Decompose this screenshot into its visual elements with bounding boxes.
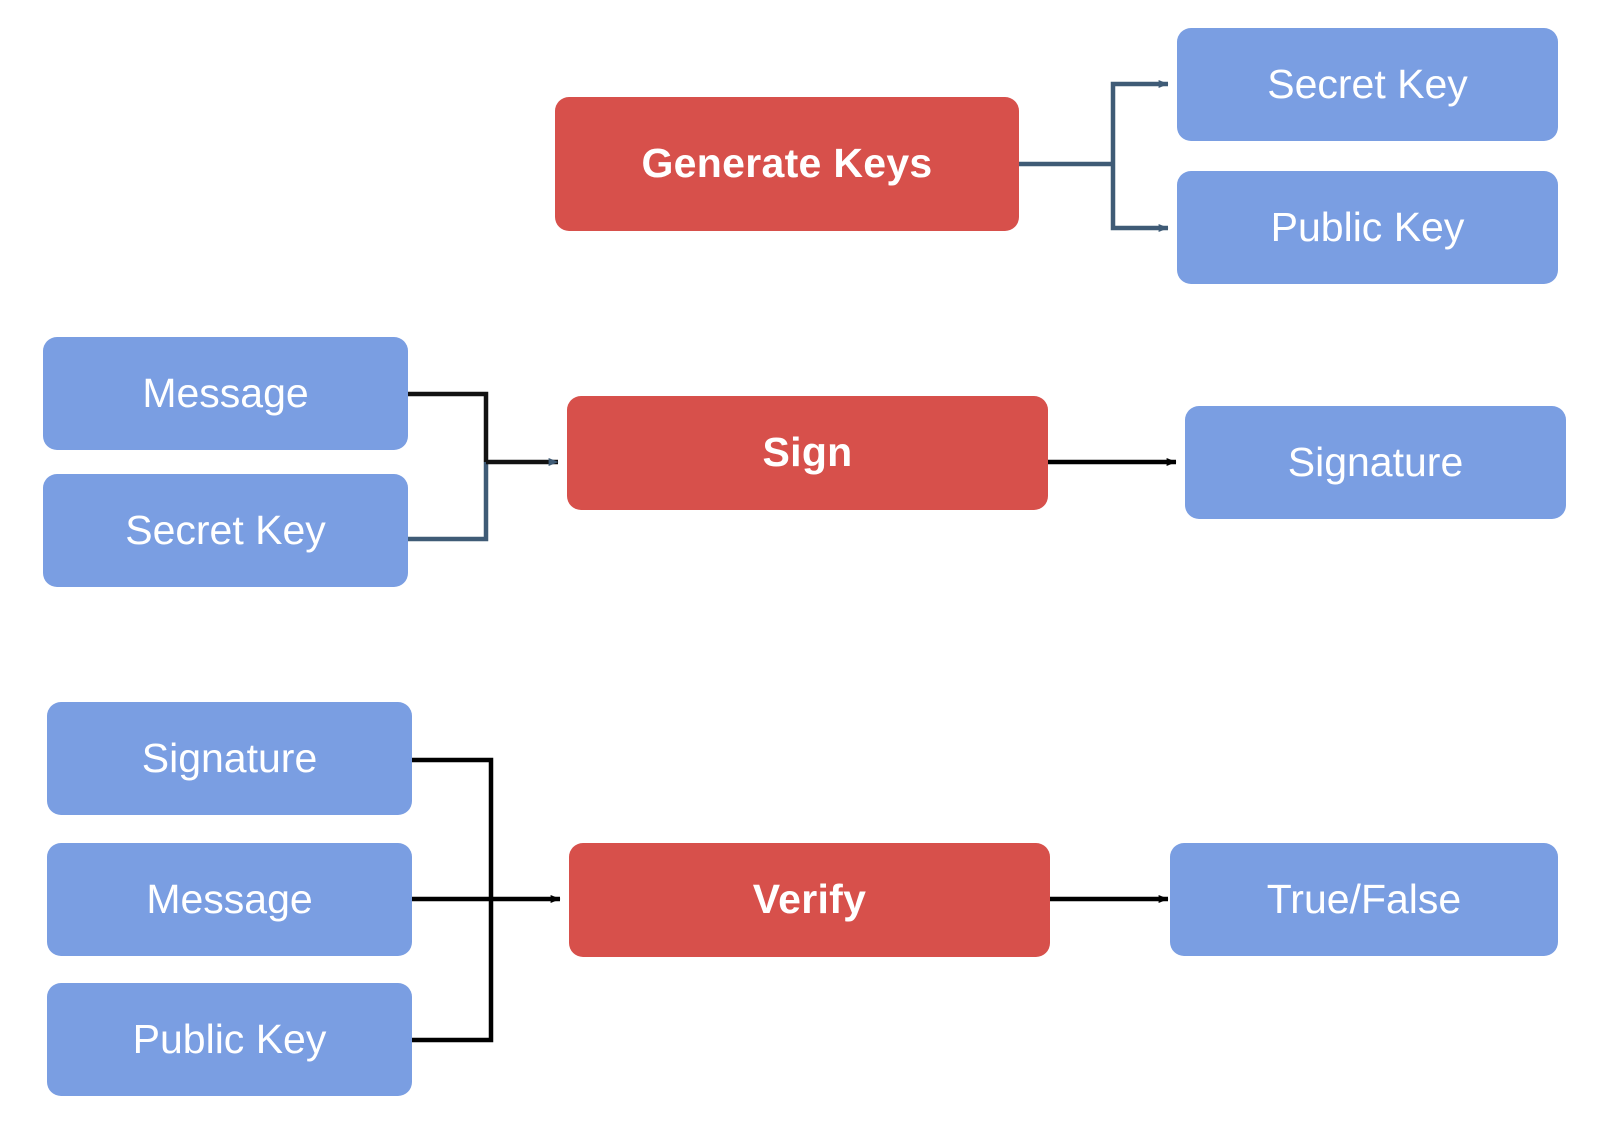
edge-verify-inputs (412, 757, 561, 1043)
node-secret-key-output[interactable]: Secret Key (1177, 28, 1558, 141)
node-message-sign-input[interactable]: Message (43, 337, 408, 450)
node-public-key-verify-input[interactable]: Public Key (47, 983, 412, 1096)
node-verify-label: Verify (752, 876, 867, 923)
node-signature-output-label: Signature (1287, 438, 1464, 485)
edge-generate-keys-fork (1018, 80, 1169, 232)
node-signature-verify-input-label: Signature (141, 734, 318, 781)
node-true-false-output-label: True/False (1266, 875, 1462, 922)
node-secret-key-sign-input-label: Secret Key (125, 506, 326, 553)
node-sign-label: Sign (762, 429, 853, 476)
node-generate-keys-label: Generate Keys (641, 140, 933, 187)
node-verify[interactable]: Verify (569, 843, 1050, 957)
node-message-verify-input[interactable]: Message (47, 843, 412, 956)
node-signature-output[interactable]: Signature (1185, 406, 1566, 519)
node-public-key-output-label: Public Key (1270, 203, 1465, 250)
node-true-false-output[interactable]: True/False (1170, 843, 1558, 956)
node-message-verify-input-label: Message (146, 875, 313, 922)
node-sign[interactable]: Sign (567, 396, 1048, 510)
node-message-sign-input-label: Message (142, 369, 309, 416)
node-secret-key-output-label: Secret Key (1267, 60, 1468, 107)
node-public-key-output[interactable]: Public Key (1177, 171, 1558, 284)
edge-sign-inputs (408, 391, 559, 542)
node-secret-key-sign-input[interactable]: Secret Key (43, 474, 408, 587)
node-public-key-verify-input-label: Public Key (132, 1015, 327, 1062)
node-signature-verify-input[interactable]: Signature (47, 702, 412, 815)
node-generate-keys[interactable]: Generate Keys (555, 97, 1019, 231)
